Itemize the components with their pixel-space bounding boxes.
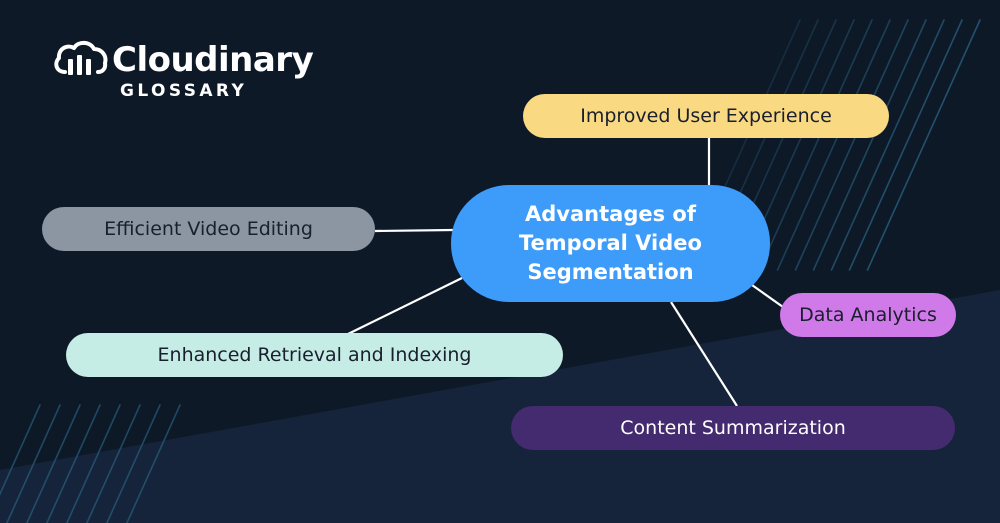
decorative-stripe (6, 404, 61, 523)
decorative-stripe (758, 19, 873, 271)
decorative-stripe (126, 404, 181, 523)
center-node-text: Advantages of Temporal Video Segmentatio… (519, 200, 702, 287)
branch-node-efficient-video-editing: Efficient Video Editing (42, 207, 375, 251)
decorative-stripe (66, 404, 121, 523)
connector-analytics (751, 284, 784, 308)
branch-label: Data Analytics (799, 304, 937, 326)
decorative-stripes-bottom (0, 404, 181, 523)
decorative-stripe (26, 404, 81, 523)
decorative-stripe (106, 404, 161, 523)
connector-edit (374, 228, 454, 233)
branch-label: Content Summarization (620, 417, 846, 439)
center-line: Temporal Video (519, 231, 702, 255)
decorative-stripe (794, 19, 909, 271)
brand-name: Cloudinary (112, 40, 314, 80)
branch-label: Efficient Video Editing (104, 218, 313, 240)
branch-node-enhanced-retrieval-and-indexing: Enhanced Retrieval and Indexing (66, 333, 563, 377)
decorative-stripe (812, 19, 927, 271)
decorative-stripe (848, 19, 963, 271)
connector-lines (347, 138, 784, 407)
decorative-stripe (866, 19, 981, 271)
center-line: Advantages of (525, 202, 696, 226)
branch-label: Enhanced Retrieval and Indexing (157, 344, 472, 366)
branch-label: Improved User Experience (580, 105, 832, 127)
decorative-stripe (830, 19, 945, 271)
decorative-stripe (0, 404, 41, 496)
center-node: Advantages of Temporal Video Segmentatio… (451, 185, 770, 302)
brand-subtitle: GLOSSARY (120, 81, 248, 101)
connector-summary (670, 301, 738, 407)
branch-node-content-summarization: Content Summarization (511, 406, 955, 450)
background-band (0, 290, 1000, 523)
cloud-logo-icon (54, 40, 108, 75)
decorative-stripe (776, 19, 891, 271)
branch-node-improved-user-experience: Improved User Experience (523, 94, 889, 138)
center-line: Segmentation (527, 260, 694, 284)
branch-node-data-analytics: Data Analytics (780, 293, 956, 337)
decorative-stripe (86, 404, 141, 523)
connector-retrieval (347, 277, 463, 335)
decorative-stripe (46, 404, 101, 523)
